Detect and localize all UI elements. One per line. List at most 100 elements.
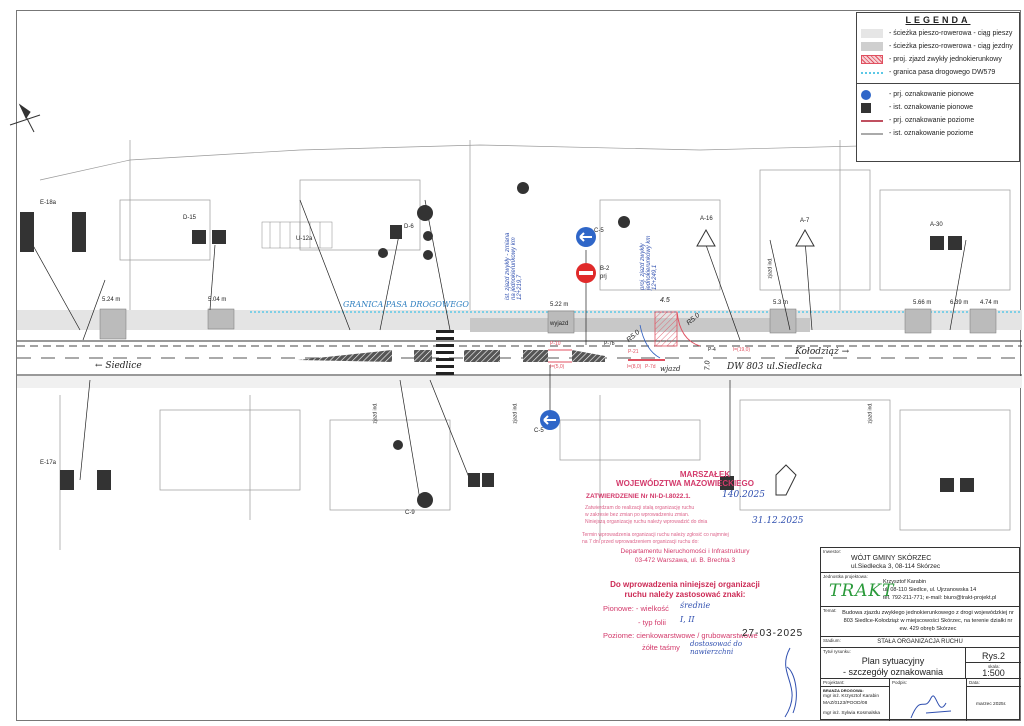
marking-label: P-4: [708, 347, 716, 353]
stamp-line: ruchu należy zastosować znaki:: [624, 590, 746, 599]
legend-item: - ścieżka pieszo-rowerowa - ciąg pieszy: [857, 27, 1019, 40]
legend-item: - prj. oznakowanie poziome: [857, 114, 1019, 127]
road-name: DW 803 ul.Siedlecka: [727, 362, 823, 372]
existing-signs: [20, 182, 974, 508]
legend-swatch: [861, 71, 883, 74]
red-line-icon: [861, 119, 883, 122]
stamp-line: Departamentu Nieruchomości i Infrastrukt…: [620, 548, 750, 555]
stamp-horizontal: Poziome: cienkowarstwowe / grubowarstwow…: [603, 631, 758, 640]
hatched-islands: [298, 350, 605, 362]
legend-label: - ist. oznakowanie pionowe: [889, 104, 974, 111]
drawing-frame: [16, 10, 1021, 721]
north-arrow-icon: [9, 103, 41, 133]
stamp-department: Departamentu Nieruchomości i Infrastrukt…: [590, 547, 780, 565]
sign-e17a-label: E-17a: [40, 460, 57, 466]
drawing-title: Plan sytuacyjny: [861, 656, 925, 666]
warning-signs: [696, 228, 815, 496]
drawing-title-section: Tytuł rysunku: Plan sytuacyjny - szczegó…: [821, 648, 966, 679]
stamp-foil-hw: I, II: [680, 615, 695, 624]
stamp-vertical-hw: średnie: [680, 601, 711, 610]
paved-crossings: [99, 308, 997, 340]
stamp-vertical: Pionowe: - wielkość: [603, 604, 669, 613]
stamp-line: w zakresie bez zmian po wprowadzeniu zmi…: [585, 512, 690, 518]
dim-label: 7.0: [704, 360, 712, 371]
sign-c5-south[interactable]: [540, 410, 560, 430]
legend: LEGENDA - ścieżka pieszo-rowerowa - ciąg…: [856, 12, 1020, 162]
blue-arrow-sign-icon: [861, 89, 871, 100]
legend-label: - ścieżka pieszo-rowerowa - ciąg pieszy: [889, 30, 1013, 37]
sign-d6-label: D-6: [404, 224, 414, 230]
gray-line-icon: [861, 132, 883, 135]
stamp-notice: Termin wprowadzenia organizacji ruchu na…: [582, 532, 802, 546]
stamp-office: MARSZAŁEK WOJEWÓDZTWA MAZOWIECKIEGO: [575, 470, 795, 488]
marking-label: P-7b: [604, 341, 615, 347]
proposed-driveway: [548, 311, 701, 363]
unit-contact: tel. 792-211-771; e-mail: biuro@trakt-pr…: [883, 595, 997, 601]
scale-section: skala: 1:500: [966, 663, 1021, 679]
sign-c5-north[interactable]: [576, 227, 596, 247]
sign-a16-label: A-16: [700, 216, 713, 222]
stamp-line: Termin wprowadzenia organizacji ruchu na…: [582, 532, 729, 538]
marking-label: P-10: [550, 341, 561, 347]
unit-person: Krzysztof Karabin: [883, 579, 927, 585]
stamp-office-line: MARSZAŁEK: [679, 470, 731, 479]
stamp-line: na 7 dni przed wprowadzeniem organizacji…: [582, 539, 699, 545]
signature-icon: [784, 647, 797, 718]
parcel-lines: [39, 140, 1011, 550]
zjazd-label: zjazd ind.: [512, 402, 519, 424]
road-boundary-label: GRANICA PASA DROGOWEGO: [343, 300, 469, 309]
unit-label: Jednostka projektowa:: [823, 574, 868, 579]
title-block: Inwestor: WÓJT GMINY SKÓRZEC ul.Siedleck…: [820, 547, 1021, 721]
zjazd-label: zjazd ind.: [372, 402, 379, 424]
design-unit-section: Jednostka projektowa: TRAKT Krzysztof Ka…: [821, 573, 1019, 607]
legend-label: - ścieżka pieszo-rowerowa - ciąg jezdny: [889, 43, 1013, 50]
investor-address: ul.Siedlecka 3, 08-114 Skórzec: [851, 563, 941, 570]
legend-title: LEGENDA: [905, 15, 971, 25]
stamp-line: 03-472 Warszawa, ul. B. Brechta 3: [634, 557, 736, 564]
dim-label: 6.39 m: [950, 300, 969, 306]
marking-label: P-21: [628, 349, 639, 355]
dim-label: 4.74 m: [980, 300, 999, 306]
signature-section: Projektant: Podpis: Data: BRANŻA DROGOWA…: [821, 679, 1021, 721]
legend-item: - prj. oznakowanie pionowe: [857, 88, 1019, 101]
direction-kolodziaz: Kołodziąż →: [795, 347, 850, 357]
marking-label: l=(8,0): [627, 364, 642, 370]
sign-b2[interactable]: [576, 263, 596, 283]
dim-label: 5.24 m: [102, 297, 121, 303]
sign-a7-label: A-7: [800, 218, 810, 224]
legend-divider: [857, 83, 1019, 84]
sign-a30-label: A-30: [930, 222, 943, 228]
sign-e18a-label: E-18a: [40, 200, 57, 206]
dim-label: 5.66 m: [913, 300, 932, 306]
marking-label: l=(19,0): [733, 347, 751, 353]
stamp-line: Niniejszą organizację ruchu należy wprow…: [585, 519, 708, 525]
dim-label: 5.04 m: [208, 297, 227, 303]
drawing-subtitle: - szczegóły oznakowania: [842, 667, 944, 677]
stage-section: Stadium: STAŁA ORGANIZACJA RUCHU: [821, 637, 1019, 648]
sign-b2-label: B-2: [600, 266, 610, 272]
stamp-approval: ZATWIERDZENIE Nr NI-D-I.8022.1.: [586, 493, 691, 500]
legend-label: - granica pasa drogowego DW579: [889, 69, 996, 76]
sign-c5-label: C-5: [594, 228, 604, 234]
direction-siedlice: ← Siedlice: [95, 361, 142, 371]
topic-text: Budowa zjazdu zwykłego jednokierunkowego…: [842, 610, 1014, 632]
legend-item: - ist. oznakowanie pionowe: [857, 101, 1019, 114]
designer-name: mgr inż. Sylwia Kosmalska: [823, 711, 881, 716]
sign-c9-label: C-9: [405, 510, 415, 516]
dim-label: 5.3 m: [773, 300, 789, 306]
scale-label: skala:: [988, 664, 1000, 669]
sign-d15-label: D-15: [183, 215, 197, 221]
pedestrian-crossing: [436, 330, 454, 375]
marking-label: l=(5,0): [550, 364, 565, 370]
topic-label: Temat:: [823, 608, 837, 613]
drawing-label: Tytuł rysunku:: [823, 649, 851, 654]
stamp-date: 27-03-2025: [742, 628, 804, 639]
branch-label: BRANŻA DROGOWA:: [823, 688, 864, 693]
topic-section: Temat: Budowa zjazdu zwykłego jednokieru…: [821, 607, 1019, 637]
project-driveway-annotation: proj. zjazd zwykły jednokierunkowy km 12…: [640, 235, 658, 290]
legend-swatch: [861, 55, 883, 64]
legend-swatch: [861, 29, 883, 38]
designers-label: Projektant:: [823, 680, 845, 685]
south-verge: [17, 376, 1022, 388]
